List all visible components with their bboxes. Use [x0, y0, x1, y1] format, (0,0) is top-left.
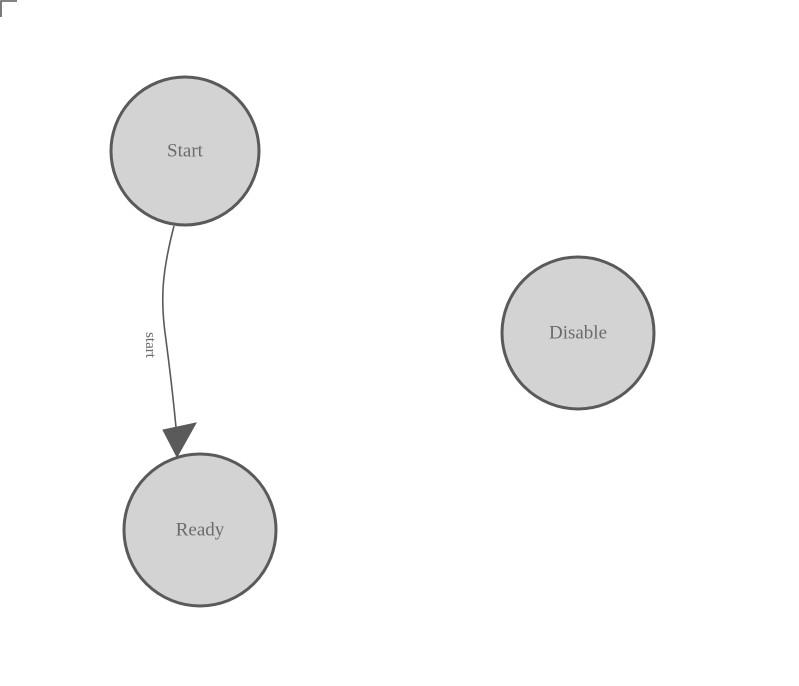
canvas-corner-mark — [0, 0, 17, 17]
node-ready-circle[interactable] — [122, 452, 278, 608]
edge-path-start-to-ready — [161, 225, 178, 439]
node-start-label: Start — [167, 141, 204, 162]
node-ready[interactable]: Ready — [122, 452, 278, 608]
node-ready-label: Ready — [176, 520, 225, 541]
node-disable-label: Disable — [549, 323, 607, 344]
node-disable-circle[interactable] — [500, 255, 656, 411]
node-disable[interactable]: Disable — [500, 255, 656, 411]
node-start[interactable]: Start — [109, 75, 261, 227]
edge-start-to-ready[interactable]: start — [142, 225, 197, 459]
node-start-circle[interactable] — [109, 75, 261, 227]
edge-label-start: start — [142, 332, 158, 359]
edge-arrowhead-start-to-ready — [162, 422, 197, 459]
